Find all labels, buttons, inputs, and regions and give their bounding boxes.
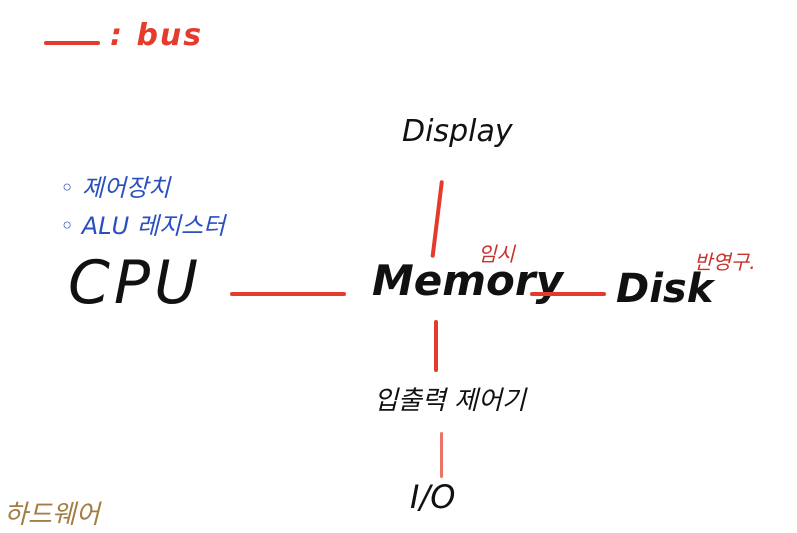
cpu-note-alu-register: ◦ ALU 레지스터 (60, 212, 226, 240)
node-display: Display (402, 114, 513, 149)
node-io: I/O (410, 478, 456, 516)
node-memory: Memory (372, 256, 563, 305)
bus-line-memory-io-controller (434, 320, 438, 372)
disk-note: 반영구. (694, 250, 756, 274)
bus-line-memory-disk (530, 292, 606, 296)
node-cpu: CPU (68, 248, 202, 318)
bus-line-io-controller-io (440, 432, 443, 478)
bus-line-display-memory (430, 180, 444, 258)
bus-line-cpu-memory (230, 292, 346, 296)
node-disk: Disk (616, 266, 714, 312)
footer-hardware-label: 하드웨어 (4, 500, 100, 530)
legend-bus-line (44, 41, 100, 45)
memory-note: 임시 (478, 242, 515, 266)
node-io-controller: 입출력 제어기 (374, 386, 526, 416)
legend-bus-label: : bus (110, 18, 204, 53)
cpu-note-control-unit: ◦ 제어장치 (60, 174, 171, 202)
